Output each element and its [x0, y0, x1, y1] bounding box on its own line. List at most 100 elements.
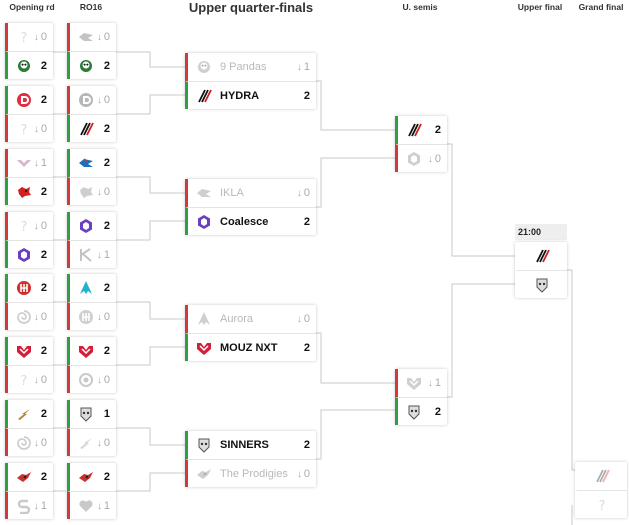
- team-slot[interactable]: ↓0: [67, 302, 116, 330]
- opening-match-6[interactable]: 2 ?↓0: [5, 337, 53, 393]
- team-name: Aurora: [220, 313, 254, 325]
- team-slot[interactable]: 2: [395, 397, 447, 425]
- team-slot[interactable]: 2: [5, 177, 53, 205]
- upper-final-match[interactable]: [515, 242, 567, 298]
- team-slot[interactable]: The Prodigies↓0: [185, 459, 316, 487]
- ikla-icon: [78, 29, 94, 45]
- team-slot[interactable]: ↓0: [395, 144, 447, 172]
- mouz-icon: [196, 340, 212, 356]
- opening-match-7[interactable]: 2 ↓0: [5, 400, 53, 456]
- score: 2: [40, 471, 47, 483]
- team-slot[interactable]: 1: [67, 400, 116, 428]
- team-slot[interactable]: 2: [395, 116, 447, 144]
- score: 2: [103, 345, 110, 357]
- team-slot[interactable]: 2: [67, 274, 116, 302]
- team-slot[interactable]: 2: [5, 240, 53, 268]
- team-slot[interactable]: [515, 270, 567, 298]
- coalesce-icon: [406, 151, 422, 167]
- opening-match-3[interactable]: ↓1 2: [5, 149, 53, 205]
- score: 0: [303, 187, 310, 199]
- team-slot[interactable]: ↓1: [5, 491, 53, 519]
- wolf-icon: [78, 184, 94, 200]
- score: 0: [303, 468, 310, 480]
- team-slot[interactable]: ?↓0: [5, 23, 53, 51]
- opening-match-8[interactable]: 2 ↓1: [5, 463, 53, 519]
- team-slot[interactable]: 2: [5, 86, 53, 114]
- aurora-icon: [78, 280, 94, 296]
- team-slot[interactable]: ↓1: [67, 240, 116, 268]
- usemi-match-2[interactable]: ↓1 2: [395, 369, 447, 425]
- arrow-down-icon: ↓: [96, 374, 102, 386]
- grand-final-match[interactable]: ?: [575, 462, 627, 518]
- team-slot[interactable]: 2: [5, 51, 53, 79]
- team-slot[interactable]: 2: [5, 463, 53, 491]
- team-slot[interactable]: 2: [67, 463, 116, 491]
- team-slot[interactable]: ↓0: [67, 23, 116, 51]
- svg-text:?: ?: [599, 499, 606, 513]
- team-slot[interactable]: ↓0: [67, 365, 116, 393]
- opening-match-1[interactable]: ?↓0 2: [5, 23, 53, 79]
- ro16-match-7[interactable]: 1 ↓0: [67, 400, 116, 456]
- team-slot[interactable]: 2: [67, 114, 116, 142]
- team-slot[interactable]: ↓0: [67, 177, 116, 205]
- team-slot[interactable]: ?↓0: [5, 365, 53, 393]
- round-title-opening: Opening rd: [9, 2, 55, 12]
- score: 0: [103, 31, 110, 43]
- team-slot[interactable]: ↓0: [5, 302, 53, 330]
- team-slot[interactable]: ↓0: [67, 428, 116, 456]
- team-slot[interactable]: ↓1: [67, 491, 116, 519]
- team-slot[interactable]: ?↓0: [5, 212, 53, 240]
- coalesce-icon: [78, 218, 94, 234]
- prodigies-icon: [78, 469, 94, 485]
- unknown-team-icon: ?: [16, 121, 32, 137]
- arrow-down-icon: ↓: [96, 186, 102, 198]
- team-slot[interactable]: ?: [575, 490, 627, 518]
- team-slot[interactable]: 9 Pandas↓1: [185, 53, 316, 81]
- score: 0: [40, 437, 47, 449]
- ro16-match-2[interactable]: ↓0 2: [67, 86, 116, 142]
- team-slot[interactable]: ↓1: [5, 149, 53, 177]
- team-slot[interactable]: ↓0: [67, 86, 116, 114]
- team-slot[interactable]: 2: [5, 400, 53, 428]
- team-slot[interactable]: Aurora↓0: [185, 305, 316, 333]
- ro16-match-3[interactable]: 2 ↓0: [67, 149, 116, 205]
- ro16-match-8[interactable]: 2 ↓1: [67, 463, 116, 519]
- hydra-icon: [406, 122, 422, 138]
- opening-match-2[interactable]: 2 ?↓0: [5, 86, 53, 142]
- arrow-down-icon: ↓: [33, 437, 39, 449]
- ikla-icon: [78, 155, 94, 171]
- usemi-match-1[interactable]: 2 ↓0: [395, 116, 447, 172]
- team-slot[interactable]: 2: [5, 337, 53, 365]
- ro16-match-4[interactable]: 2 ↓1: [67, 212, 116, 268]
- svg-text:?: ?: [21, 31, 28, 45]
- team-slot[interactable]: ↓0: [5, 428, 53, 456]
- team-slot[interactable]: ↓1: [395, 369, 447, 397]
- ro16-match-1[interactable]: ↓0 2: [67, 23, 116, 79]
- ro16-match-5[interactable]: 2 ↓0: [67, 274, 116, 330]
- team-slot[interactable]: 2: [67, 149, 116, 177]
- opening-match-4[interactable]: ?↓0 2: [5, 212, 53, 268]
- team-slot[interactable]: [515, 242, 567, 270]
- team-slot[interactable]: 2: [67, 337, 116, 365]
- score: 2: [103, 157, 110, 169]
- team-slot[interactable]: 2: [5, 274, 53, 302]
- ro16-match-6[interactable]: 2 ↓0: [67, 337, 116, 393]
- score: 1: [434, 377, 441, 389]
- team-slot[interactable]: IKLA↓0: [185, 179, 316, 207]
- team-slot[interactable]: [575, 462, 627, 490]
- match-time: 21:00: [515, 224, 567, 240]
- bolt-icon: [16, 406, 32, 422]
- svg-text:?: ?: [21, 374, 28, 388]
- team-slot[interactable]: 2: [67, 212, 116, 240]
- opening-match-5[interactable]: 2 ↓0: [5, 274, 53, 330]
- team-slot[interactable]: 2: [67, 51, 116, 79]
- team-slot[interactable]: ?↓0: [5, 114, 53, 142]
